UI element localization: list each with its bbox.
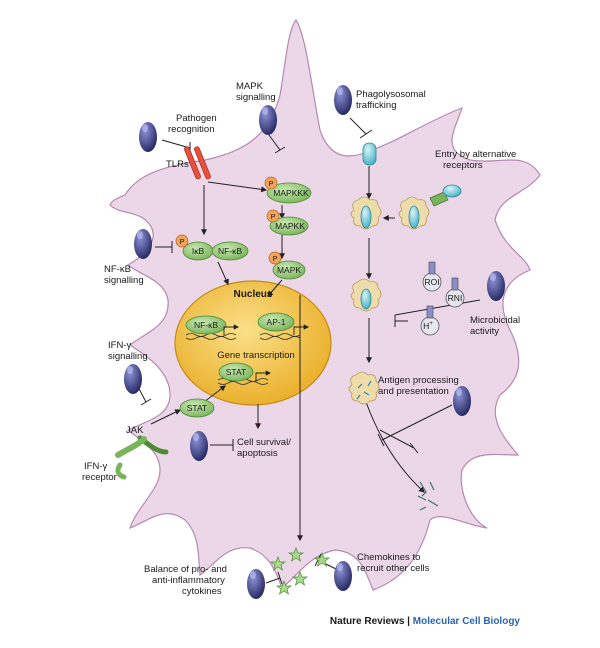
phagolysosomal-label-1: Phagolysosomal [356,89,426,100]
signal-arrows [150,166,425,542]
antigen-vacuole [348,371,380,405]
transcription-arrows [223,324,310,381]
roi-molecule [422,261,442,292]
cytokine-balance-inhibitor [247,569,265,599]
cell-survival-label-1: Cell survival/ [237,437,291,448]
nfkb-signalling-label-2: signalling [104,275,144,286]
ifng-receptor-label-2: receptor [82,472,117,483]
phospho-mapkkk [264,176,278,190]
vacuole-3 [350,278,382,312]
rni-molecule [445,277,465,308]
chemokine-inhibitor [334,561,352,591]
h-molecule [420,305,440,336]
ifng-receptor [115,435,169,480]
rni: RNI [448,293,463,303]
cell-survival-label-2: apoptosis [237,448,278,459]
h-label: H+ [423,321,433,331]
gene-transcription-label: Gene transcription [217,350,295,361]
ifng-signalling-label-2: signalling [108,351,148,362]
roi: ROI [424,277,439,287]
nucleus-label: Nucleus [234,289,273,300]
phospho-ikb-label: P [179,237,184,246]
cell-survival-inhibitor [190,431,208,461]
jak-label: JAK [126,425,144,436]
stat: STAT [187,403,207,413]
mapk: MAPK [277,265,301,275]
chemokines-label-2: recruit other cells [357,563,430,574]
nfkb-nuclear: NF-κB [194,320,218,330]
phospho-ikb [175,234,189,248]
ap1: AP-1 [267,317,286,327]
phospho-mapkk-label: P [270,212,275,221]
balance-label-3: cytokines [182,586,222,597]
mapkk-shape [269,216,309,236]
microbicidal-label-2: activity [470,326,499,337]
nfkb-signalling-label-1: NF-κB [104,264,131,275]
ifng-signalling-inhibitor [124,364,142,394]
tlr-receptor [184,146,211,180]
antigen-inhibition-bar [377,433,385,447]
alternative-receptor [429,184,462,207]
nfkb-signalling-inhibitor [134,229,152,259]
nfkb-shape [211,241,249,261]
nucleus [174,280,332,406]
phospho-mapkkk-label: P [268,179,273,188]
microbicidal-label-1: Microbicidal [470,315,520,326]
phagolysosomal-inhibitor [334,85,352,115]
stat-shape [179,398,215,418]
ifng-signalling-label-1: IFN-γ [108,340,131,351]
vacuole-1 [350,196,382,230]
phagolysosomal-label-2: trafficking [356,100,396,111]
nfkb-nuclear-shape [185,315,227,335]
mapkkk-shape [266,182,312,204]
entry-alt-label-1: Entry by alternative [435,149,516,160]
dna-strands [185,333,301,385]
pathogen-recognition-label-1: Pathogen [176,113,217,124]
balance-label-1: Balance of pro- and [144,564,227,575]
mapk-signalling-label-2: signalling [236,92,276,103]
pathogen-recognition-inhibitor [139,122,157,152]
entry-alt-label-2: receptors [443,160,483,171]
mapk-signalling-label-1: MAPK [236,81,264,92]
antigen-processing-inhibitor [453,386,471,416]
tlrs-label: TLRs [166,159,189,170]
stat-nuclear: STAT [226,367,246,377]
stat-nuclear-shape [218,362,254,382]
ifng-receptor-label-1: IFN-γ [84,461,107,472]
phospho-mapk-label: P [272,254,277,263]
vacuole-2 [398,196,430,230]
early-phagosome [362,142,377,166]
pathogen-recognition-label-2: recognition [168,124,214,135]
ikb: IκB [192,246,205,256]
antigen-inhibition-line [381,404,453,441]
ap1-shape [257,312,295,332]
mapkkk: MAPKKK [273,188,309,198]
cytokine-stars [269,547,331,595]
phospho-mapkk [266,209,280,223]
phospho-mapk [268,251,282,265]
journal-footer: Nature Reviews | Molecular Cell Biology [330,616,521,627]
microbicidal-inhibitor [487,271,505,301]
mapkk: MAPKK [275,221,305,231]
antigen-processing-label-2: and presentation [378,386,449,397]
nfkb: NF-κB [218,246,242,256]
chemokines-label-1: Chemokines to [357,552,420,563]
surface-receptors [417,481,439,511]
macrophage-cell [109,18,541,591]
balance-label-2: anti-inflammatory [152,575,225,586]
antigen-processing-label-1: Antigen processing [378,375,459,386]
mapk-shape [272,260,306,280]
mapk-signalling-inhibitor [259,105,277,135]
